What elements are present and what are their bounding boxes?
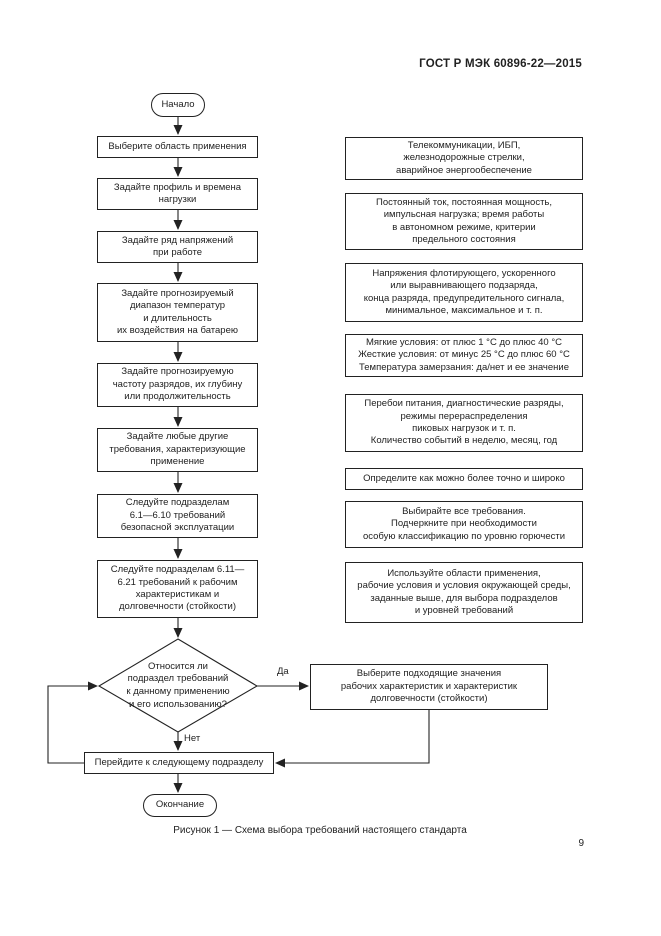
no-branch-label: Нет (184, 733, 201, 744)
flow-step-4: Задайте прогнозируемый диапазон температ… (97, 283, 258, 342)
note-box-5: Перебои питания, диагностические разряды… (345, 394, 583, 452)
page-number: 9 (578, 838, 584, 849)
standard-code-header: ГОСТ Р МЭК 60896-22—2015 (419, 58, 582, 70)
note-box-4: Мягкие условия: от плюс 1 °С до плюс 40 … (345, 334, 583, 377)
flow-step-7: Следуйте подразделам 6.1—6.10 требований… (97, 494, 258, 538)
note-box-7: Выбирайте все требования. Подчеркните пр… (345, 501, 583, 548)
note-box-1: Телекоммуникации, ИБП, железнодорожные с… (345, 137, 583, 180)
flow-yes-action-box: Выберите подходящие значения рабочих хар… (310, 664, 548, 710)
flow-step-6: Задайте любые другие требования, характе… (97, 428, 258, 472)
note-box-8: Используйте области применения, рабочие … (345, 562, 583, 623)
flow-arrows (47, 117, 430, 793)
arrow-loop-back-to-decision (47, 681, 98, 764)
flow-step-1: Выберите область применения (97, 136, 258, 158)
flow-step-8: Следуйте подразделам 6.11— 6.21 требован… (97, 560, 258, 618)
note-box-6: Определите как можно более точно и широк… (345, 468, 583, 490)
note-box-2: Постоянный ток, постоянная мощность, имп… (345, 193, 583, 250)
figure-caption: Рисунок 1 — Схема выбора требований наст… (173, 825, 467, 836)
flow-step-3: Задайте ряд напряжений при работе (97, 231, 258, 263)
flow-step-5: Задайте прогнозируемую частоту разрядов,… (97, 363, 258, 407)
decision-diamond-shape (97, 638, 259, 733)
flow-next-subsection-box: Перейдите к следующему подразделу (84, 752, 274, 774)
yes-branch-label: Да (277, 666, 289, 677)
flow-start-terminator: Начало (151, 93, 205, 117)
arrow-yesbox-to-nextbox (275, 710, 430, 768)
note-box-3: Напряжения флотирующего, ускоренного или… (345, 263, 583, 322)
flow-decision-text: Относится ли подраздел требований к данн… (126, 660, 230, 710)
flow-end-terminator: Окончание (143, 794, 217, 817)
flow-step-2: Задайте профиль и времена нагрузки (97, 178, 258, 210)
